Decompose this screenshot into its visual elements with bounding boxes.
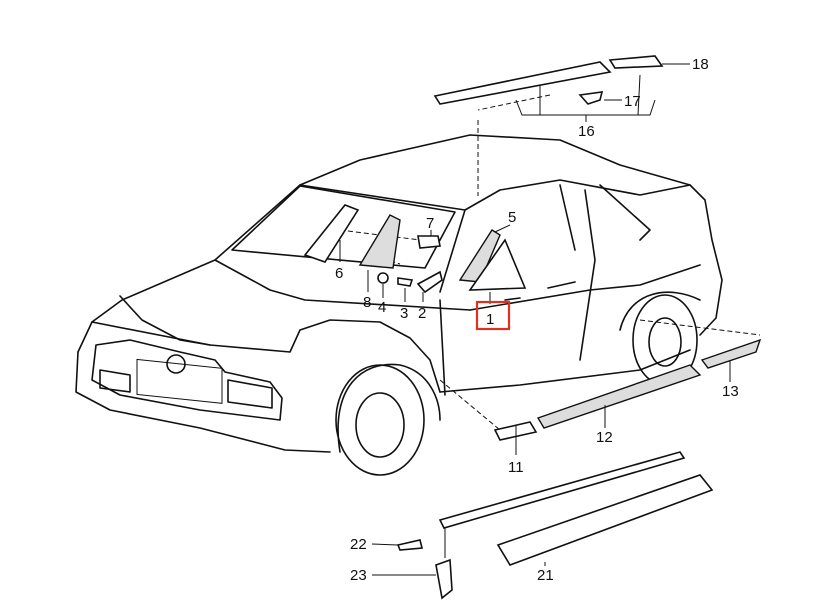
label-16[interactable]: 16 [578, 123, 595, 140]
label-8[interactable]: 8 [363, 294, 371, 311]
label-18[interactable]: 18 [692, 56, 709, 73]
label-13[interactable]: 13 [722, 383, 739, 400]
part-labels: 1 2 3 4 5 6 7 8 11 12 13 16 17 18 21 22 … [335, 56, 739, 584]
clip-part-22 [396, 539, 424, 551]
label-21[interactable]: 21 [537, 567, 554, 584]
roof-trim-part [433, 55, 690, 122]
label-22[interactable]: 22 [350, 536, 367, 553]
quarter-window-part-1 [468, 238, 527, 291]
label-1[interactable]: 1 [486, 311, 494, 328]
quarter-window-part-8 [358, 214, 401, 269]
label-5[interactable]: 5 [508, 209, 516, 226]
screw-part-3 [397, 277, 414, 287]
label-3[interactable]: 3 [400, 305, 408, 322]
sill-strip [438, 451, 686, 529]
quarter-window-part-5 [458, 229, 501, 283]
label-17[interactable]: 17 [624, 93, 641, 110]
label-11[interactable]: 11 [508, 459, 524, 476]
label-12[interactable]: 12 [596, 429, 613, 446]
label-2[interactable]: 2 [418, 305, 426, 322]
label-23[interactable]: 23 [350, 567, 367, 584]
cover-part-2 [416, 270, 443, 294]
car-body [75, 134, 723, 476]
label-4[interactable]: 4 [378, 299, 386, 316]
quarter-window-part-6 [303, 204, 360, 263]
side-trim-part-12 [536, 364, 702, 429]
clip-part-23 [435, 558, 453, 600]
label-6[interactable]: 6 [335, 265, 343, 282]
highlight-box [475, 300, 511, 331]
label-7[interactable]: 7 [426, 215, 434, 232]
side-trim-part-13 [700, 338, 762, 369]
grommet-part-4 [377, 272, 389, 284]
sill-panel-part-21 [496, 474, 714, 566]
bracket-part-7 [417, 235, 441, 249]
